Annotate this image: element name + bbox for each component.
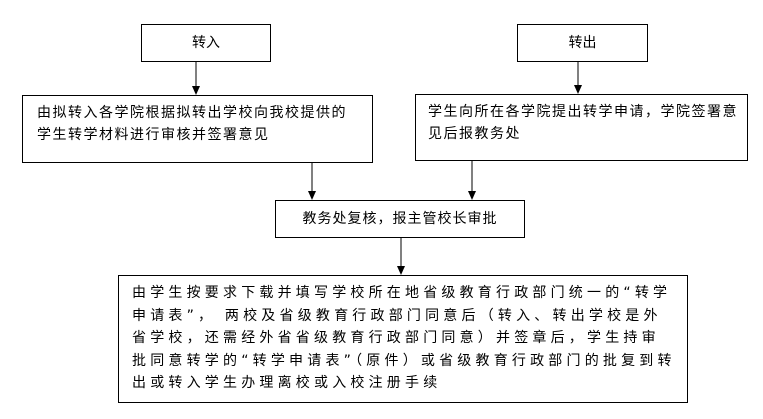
academic-review-text: 教务处复核，报主管校长审批: [302, 211, 498, 227]
in-review-text: 由拟转入各学院根据拟转出学校向我校提供的学生转学材料进行审核并签署意见: [37, 105, 347, 143]
final-step-text: 由学生按要求下载并填写学校所在地省级教育行政部门统一的“转学申请表”， 两校及省…: [132, 285, 676, 391]
in-review-box: 由拟转入各学院根据拟转出学校向我校提供的学生转学材料进行审核并签署意见: [22, 95, 373, 163]
transfer-out-label: 转出: [568, 35, 597, 51]
out-apply-text: 学生向所在各学院提出转学申请，学院签署意见后报教务处: [428, 104, 738, 142]
transfer-in-label: 转入: [192, 35, 220, 51]
transfer-in-box: 转入: [141, 24, 271, 62]
final-step-box: 由学生按要求下载并填写学校所在地省级教育行政部门统一的“转学申请表”， 两校及省…: [118, 275, 688, 403]
transfer-out-box: 转出: [517, 24, 648, 62]
out-apply-box: 学生向所在各学院提出转学申请，学院签署意见后报教务处: [415, 94, 748, 161]
academic-review-box: 教务处复核，报主管校长审批: [275, 200, 525, 238]
